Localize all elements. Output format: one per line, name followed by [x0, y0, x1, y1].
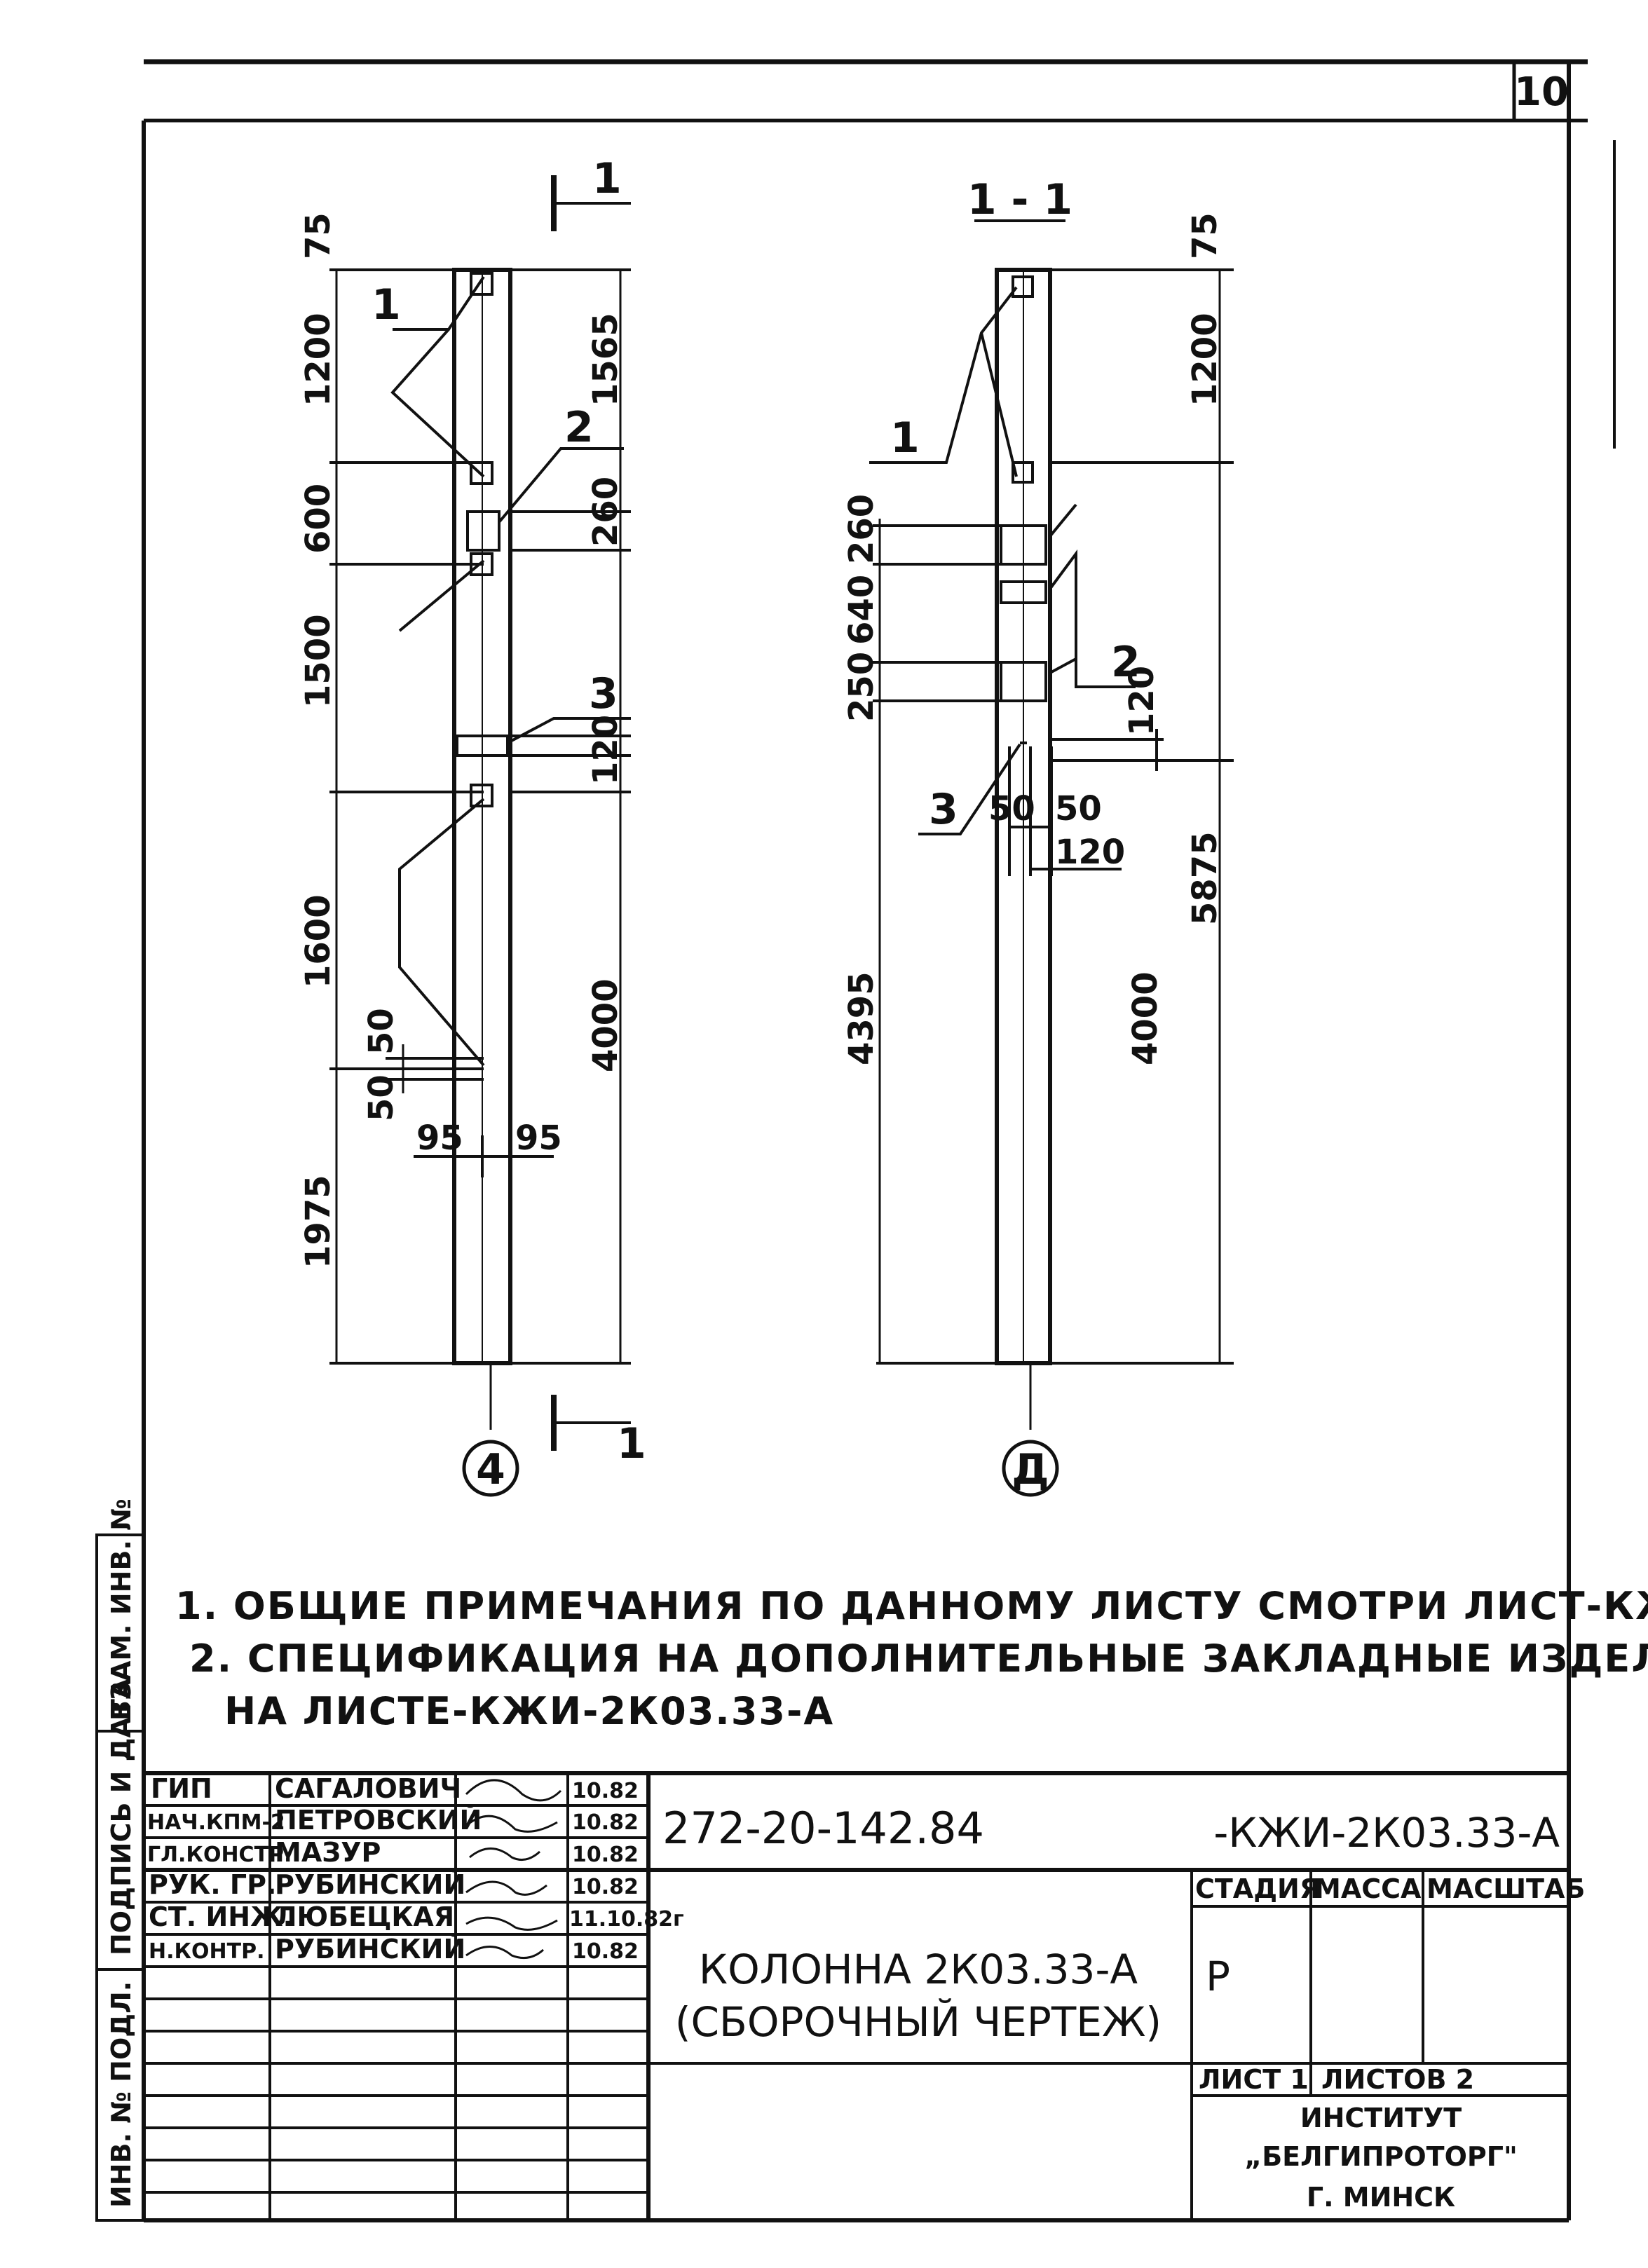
left-dim-4000: 4000	[586, 978, 625, 1072]
staff-date-1: 10.82	[572, 1810, 639, 1835]
note-1: 1. ОБЩИЕ ПРИМЕЧАНИЯ ПО ДАННОМУ ЛИСТУ СМО…	[175, 1584, 1648, 1628]
scale-header: МАСШТАБ	[1426, 1873, 1585, 1904]
stage-header: СТАДИЯ	[1195, 1873, 1320, 1904]
left-callout-2: 2	[564, 403, 594, 452]
right-dim-250: 250	[842, 652, 881, 722]
stamp-inv-no: ИНВ. № ПОДЛ.	[106, 1981, 137, 2208]
right-dim-120-b: 120	[1055, 833, 1125, 872]
staff-name-4: ЛЮБЕЦКАЯ	[275, 1901, 454, 1932]
right-dim-75: 75	[1185, 212, 1225, 259]
institute-line-1: ИНСТИТУТ	[1300, 2103, 1462, 2133]
left-callout-1: 1	[372, 280, 401, 329]
mass-header: МАССА	[1314, 1873, 1422, 1904]
staff-role-5: Н.КОНТР.	[149, 1939, 264, 1964]
staff-role-4: СТ. ИНЖ.	[149, 1901, 293, 1932]
drawing-title-1: КОЛОННА 2К03.33-А	[699, 1946, 1138, 1993]
staff-role-1: НАЧ.КПМ-2	[147, 1810, 285, 1835]
staff-name-1: ПЕТРОВСКИЙ	[275, 1805, 482, 1836]
sheet-number: 10	[1514, 69, 1569, 115]
institute-line-2: „БЕЛГИПРОТОРГ"	[1244, 2141, 1518, 2172]
section-marker-bottom: 1	[617, 1419, 646, 1468]
right-dim-260: 260	[842, 494, 881, 564]
axis-label-left: 4	[476, 1445, 505, 1494]
doc-number: 272-20-142.84	[662, 1803, 984, 1854]
right-dim-4000: 4000	[1126, 971, 1165, 1065]
right-callout-2: 2	[1111, 638, 1140, 687]
staff-date-2: 10.82	[572, 1843, 639, 1867]
right-callout-1: 1	[890, 414, 920, 463]
section-title: 1 - 1	[967, 175, 1072, 224]
stamp-sign-date: ПОДПИСЬ И ДАТА	[106, 1678, 137, 1955]
left-dim-50-b: 50	[362, 1074, 401, 1121]
left-dim-1500: 1500	[299, 614, 338, 708]
stage-value: Р	[1206, 1953, 1230, 2000]
left-view	[329, 175, 631, 1497]
left-dim-1565: 1565	[586, 313, 625, 407]
right-dim-4395: 4395	[842, 971, 881, 1065]
staff-date-0: 10.82	[572, 1779, 639, 1803]
left-callout-3: 3	[589, 669, 618, 718]
staff-name-3: РУБИНСКИЙ	[275, 1869, 465, 1900]
sheet-frame	[142, 59, 1616, 2222]
staff-role-3: РУК. ГР.	[149, 1869, 276, 1900]
left-dim-95-a: 95	[416, 1119, 463, 1158]
left-dim-95-b: 95	[515, 1119, 562, 1158]
sheet-label: ЛИСТ 1	[1199, 2064, 1309, 2095]
side-stamp	[95, 1533, 145, 2222]
left-dim-600: 600	[299, 484, 338, 554]
right-view	[869, 219, 1234, 1497]
left-dim-1600: 1600	[299, 894, 338, 988]
staff-name-5: РУБИНСКИЙ	[275, 1934, 465, 1965]
left-dim-120: 120	[586, 715, 625, 785]
right-dim-50-a: 50	[988, 789, 1035, 828]
staff-date-4: 11.10.82г	[569, 1907, 684, 1932]
staff-role-2: ГЛ.КОНСТР.	[147, 1843, 292, 1867]
left-dim-50-a: 50	[362, 1008, 401, 1055]
right-dim-5875: 5875	[1185, 831, 1225, 925]
right-callout-3: 3	[929, 785, 958, 834]
title-block	[144, 1771, 1569, 2220]
left-dim-75: 75	[299, 212, 338, 259]
staff-name-2: МАЗУР	[275, 1837, 381, 1868]
left-dim-1200: 1200	[299, 313, 338, 407]
drawing-title-2: (СБОРОЧНЫЙ ЧЕРТЕЖ)	[675, 1997, 1162, 2046]
sheets-label: ЛИСТОВ 2	[1321, 2064, 1474, 2095]
left-dim-1975: 1975	[299, 1175, 338, 1269]
institute-line-3: Г. МИНСК	[1307, 2182, 1455, 2213]
right-dim-1200: 1200	[1185, 313, 1225, 407]
doc-code: -КЖИ-2К03.33-А	[1213, 1809, 1560, 1857]
left-dim-260: 260	[586, 477, 625, 547]
right-dim-640: 640	[842, 575, 881, 645]
staff-name-0: САГАЛОВИЧ	[275, 1773, 461, 1804]
right-dim-120: 120	[1122, 666, 1162, 736]
staff-date-3: 10.82	[572, 1875, 639, 1899]
axis-label-right: Д	[1012, 1445, 1049, 1494]
section-marker-top: 1	[592, 154, 622, 203]
staff-date-5: 10.82	[572, 1939, 639, 1964]
staff-role-0: ГИП	[151, 1773, 212, 1804]
right-dim-50-b: 50	[1055, 789, 1102, 828]
stamp-replace-inv: ВЗАМ. ИНВ. №	[106, 1498, 137, 1721]
note-3: НА ЛИСТЕ-КЖИ-2К03.33-А	[224, 1689, 834, 1733]
note-2: 2. СПЕЦИФИКАЦИЯ НА ДОПОЛНИТЕЛЬНЫЕ ЗАКЛАД…	[189, 1637, 1648, 1681]
